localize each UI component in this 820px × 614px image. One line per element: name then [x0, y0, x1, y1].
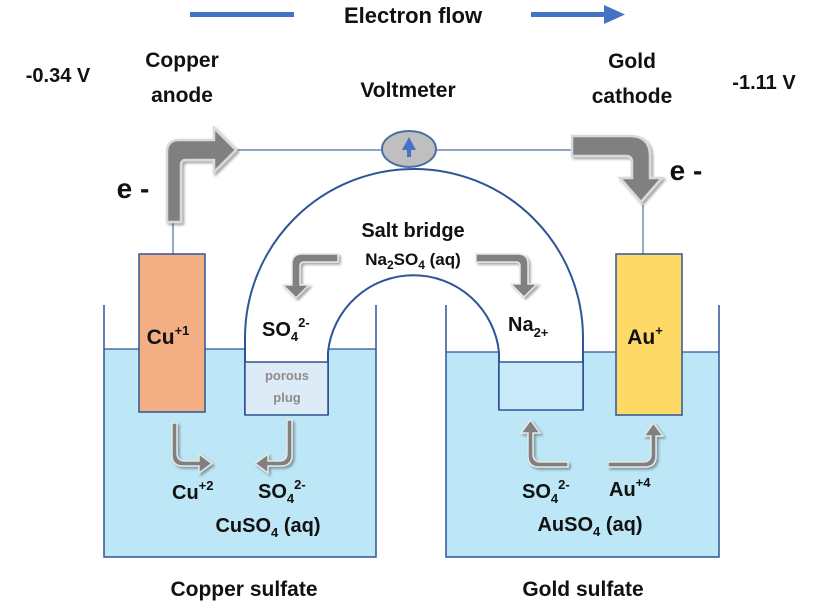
gold-electrode-symbol: Au+ [627, 323, 663, 349]
voltmeter-needle-icon [402, 137, 416, 157]
right-au-arrow-icon [607, 421, 665, 468]
salt-bridge-title: Salt bridge [361, 220, 464, 242]
cathode-electron-arrow-icon [570, 134, 665, 204]
left-cu-ion: Cu+2 [172, 478, 214, 504]
cathode-heading-line1: Gold [608, 50, 656, 73]
right-voltage: -1.11 V [732, 72, 796, 94]
salt-bridge-left-arrow-icon [281, 253, 339, 300]
anode-electron-label: e - [117, 173, 150, 204]
right-so4-arrow-icon [519, 418, 569, 468]
anode-heading-line2: anode [151, 84, 213, 107]
right-bridge-ion: Na2+ [508, 314, 549, 340]
left-voltage: -0.34 V [26, 65, 91, 87]
left-so4-ion: SO42- [258, 477, 306, 506]
porous-plug-label-line1: porous [265, 368, 309, 383]
salt-bridge [244, 168, 584, 416]
salt-bridge-right-arrow-icon [475, 253, 539, 299]
gold-cathode-electrode [615, 253, 683, 416]
left-cu-arrow-icon [171, 422, 214, 475]
right-beaker-caption: Gold sulfate [522, 578, 643, 601]
right-bridge-end [498, 361, 584, 411]
voltmeter-label: Voltmeter [360, 79, 455, 102]
left-solution-formula: CuSO4 (aq) [215, 515, 320, 540]
electron-flow-header: Electron flow [190, 3, 625, 28]
porous-plug-label-line2: plug [273, 390, 300, 405]
copper-anode-electrode [138, 253, 206, 413]
left-beaker-caption: Copper sulfate [170, 578, 317, 601]
voltmeter [381, 130, 437, 168]
porous-plug [244, 361, 329, 416]
copper-electrode-symbol: Cu+1 [147, 323, 190, 349]
right-so4-ion: SO42- [522, 477, 570, 506]
anode-electron-arrow-icon [165, 124, 238, 224]
cathode-heading-line2: cathode [592, 85, 673, 108]
left-so4-arrow-icon [253, 419, 293, 475]
left-bridge-ion: SO42- [262, 315, 310, 344]
electron-flow-arrow-icon [531, 5, 625, 24]
electron-flow-title: Electron flow [344, 3, 483, 28]
anode-heading-line1: Copper [145, 49, 219, 72]
cathode-electron-label: e - [670, 155, 703, 186]
circuit-wire [172, 149, 644, 254]
electron-flow-line-icon [190, 12, 294, 17]
right-au-ion: Au+4 [609, 475, 651, 501]
right-solution-formula: AuSO4 (aq) [537, 514, 642, 539]
salt-bridge-formula: Na2SO4 (aq) [365, 250, 461, 272]
